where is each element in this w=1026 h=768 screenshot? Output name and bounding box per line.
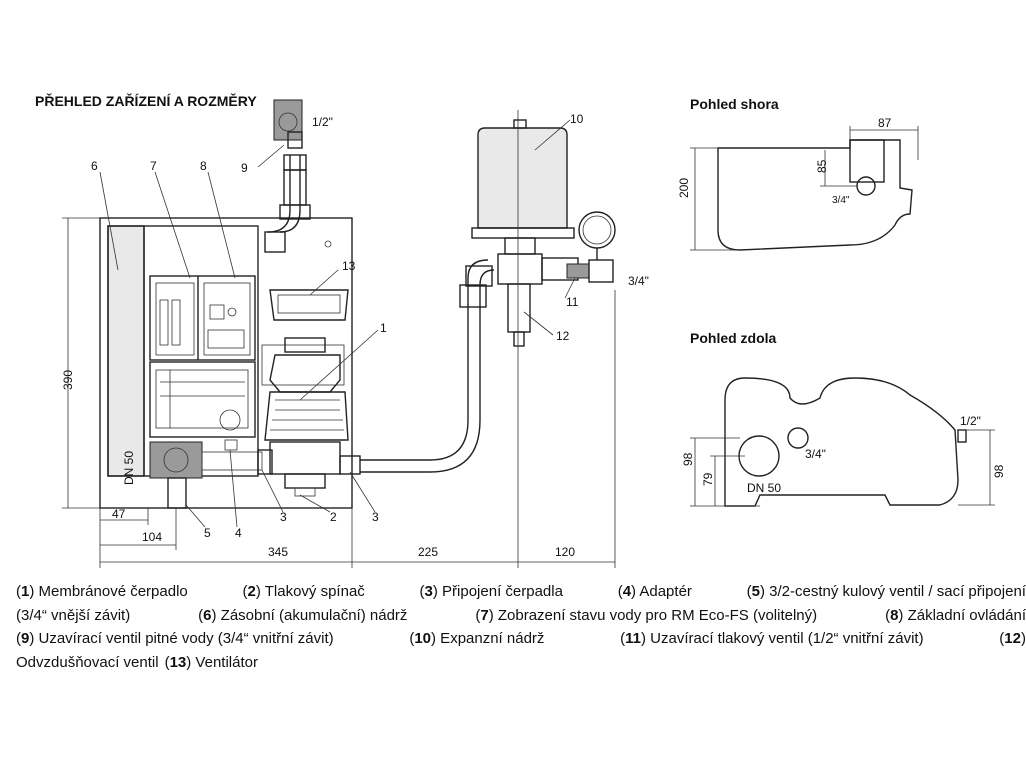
callout-6: 6	[91, 159, 98, 173]
drinking-water-valve	[264, 99, 311, 253]
bottom-dim-98-right: 98	[992, 464, 1006, 478]
legend-item: (3) Připojení čerpadla	[419, 583, 563, 600]
legend-row: Odvzdušňovací ventil (13) Ventilátor	[16, 651, 1026, 675]
legend-item: (5) 3/2-cestný kulový ventil / sací přip…	[746, 583, 1026, 600]
callout-12: 12	[556, 329, 570, 343]
callout-5: 5	[204, 526, 211, 540]
pipe-size-top: 1/2"	[312, 115, 333, 129]
legend-text: Expanzní nádrž	[436, 630, 545, 647]
legend-item: (3/4“ vnější závit)	[16, 604, 130, 628]
legend-text: Zásobní (akumulační) nádrž	[216, 606, 408, 624]
main-dimensions: 390 47 104 345 225 120	[61, 110, 616, 568]
callout-3a: 3	[280, 510, 287, 524]
top-port-label: 3/4"	[832, 195, 850, 206]
callout-1: 1	[380, 321, 387, 335]
legend-text: Připojení čerpadla	[437, 583, 563, 600]
legend-text: Tlakový spínač	[260, 583, 365, 600]
three-way-valve	[149, 441, 361, 509]
expansion-tank	[471, 119, 616, 347]
legend-number: 1	[21, 583, 30, 600]
dim-390: 390	[61, 370, 75, 390]
legend-row: (9) Uzavírací ventil pitné vody (3/4“ vn…	[16, 627, 1026, 651]
legend-item: (11) Uzavírací tlakový ventil (1/2“ vnit…	[620, 630, 924, 647]
ventilator	[269, 289, 349, 321]
dim-104: 104	[142, 530, 162, 544]
legend-number: 3	[424, 583, 433, 600]
legend-item: (9) Uzavírací ventil pitné vody (3/4“ vn…	[16, 630, 334, 647]
legend-item: (4) Adaptér	[617, 583, 692, 600]
main-title: PŘEHLED ZAŘÍZENÍ A ROZMĚRY	[35, 93, 257, 109]
bottom-port-three-quarter: 3/4"	[805, 447, 826, 461]
dim-120: 120	[555, 545, 575, 559]
legend-text: Uzavírací ventil pitné vody (3/4“ vnitřn…	[34, 630, 334, 647]
legend-item: (7) Zobrazení stavu vody pro RM Eco-FS (…	[475, 606, 818, 624]
legend-number: 10	[414, 630, 432, 647]
legend-number: 9	[21, 630, 30, 647]
callout-labels: 6 7 8 9 10 13 1 11 12 3 2 3 4 5 1/2" 3/4…	[91, 112, 649, 540]
legend-text: Zobrazení stavu vody pro RM Eco-FS (voli…	[493, 606, 818, 624]
callout-13: 13	[342, 259, 356, 273]
legend-text: 3/2-cestný kulový ventil / sací připojen…	[765, 583, 1026, 600]
legend-number: 13	[169, 653, 187, 671]
legend-number: 6	[203, 606, 212, 624]
legend-item: (1) Membránové čerpadlo	[16, 583, 188, 600]
legend-number: 2	[247, 583, 256, 600]
legend-text: Membránové čerpadlo	[34, 583, 188, 600]
device-frame	[99, 217, 353, 509]
callout-7: 7	[150, 159, 157, 173]
legend-number: 7	[480, 606, 489, 624]
callout-4: 4	[235, 526, 242, 540]
legend-text: Ventilátor	[191, 653, 258, 671]
callout-8: 8	[200, 159, 207, 173]
legend-text: Adaptér	[636, 583, 692, 600]
dim-345: 345	[268, 545, 288, 559]
legend-item: (13) Ventilátor	[164, 653, 258, 671]
diaphragm-pump	[261, 337, 349, 497]
legend-number: 12	[1004, 630, 1021, 647]
top-view-title: Pohled shora	[690, 96, 779, 112]
legend-text: Základní ovládání	[903, 606, 1026, 624]
dim-47: 47	[112, 507, 126, 521]
legend-item: (10) Expanzní nádrž	[409, 630, 545, 647]
callout-9: 9	[241, 161, 248, 175]
pipe-size-right: 3/4"	[628, 274, 649, 288]
adapter-block	[149, 361, 256, 451]
legend-number: 5	[751, 583, 760, 600]
callout-11: 11	[566, 295, 579, 309]
legend-item: (2) Tlakový spínač	[242, 583, 365, 600]
legend-text: Odvzdušňovací ventil	[16, 653, 159, 671]
legend-number: 8	[890, 606, 899, 624]
legend-row: (1) Membránové čerpadlo (2) Tlakový spína…	[16, 580, 1026, 604]
legend-row: (3/4“ vnější závit) (6) Zásobní (akumulač…	[16, 604, 1026, 628]
callout-10: 10	[570, 112, 584, 126]
bottom-view-drawing: 98 79 98 1/2" 3/4" DN 50	[681, 377, 1006, 507]
callout-leaders	[99, 119, 576, 528]
legend-text: Uzavírací tlakový ventil (1/2“ vnitřní z…	[645, 630, 924, 647]
legend-item: (8) Základní ovládání	[885, 606, 1026, 624]
top-view-drawing: 200 85 87 3/4"	[677, 116, 919, 251]
dim-225: 225	[418, 545, 438, 559]
storage-tank	[107, 225, 145, 477]
control-unit	[149, 275, 256, 361]
callout-2: 2	[330, 510, 337, 524]
legend-item: Odvzdušňovací ventil	[16, 651, 159, 675]
legend-number: 11	[625, 630, 641, 647]
hose	[360, 259, 495, 473]
legend-number: 4	[622, 583, 632, 600]
top-dim-87: 87	[878, 116, 892, 130]
callout-3b: 3	[372, 510, 379, 524]
bottom-dim-79: 79	[701, 472, 715, 486]
top-dim-200: 200	[677, 178, 691, 198]
top-dim-85: 85	[815, 159, 829, 173]
bottom-view-title: Pohled zdola	[690, 330, 777, 346]
dn-label: DN 50	[122, 451, 136, 485]
legend-item: (6) Zásobní (akumulační) nádrž	[198, 606, 408, 624]
legend-text: (3/4“ vnější závit)	[16, 606, 131, 624]
bottom-dn-label: DN 50	[747, 481, 781, 495]
legend-item: (12)	[999, 630, 1026, 647]
bottom-dim-98-left: 98	[681, 452, 695, 466]
legend: (1) Membránové čerpadlo (2) Tlakový spína…	[16, 580, 1026, 674]
bottom-port-half: 1/2"	[960, 414, 981, 428]
